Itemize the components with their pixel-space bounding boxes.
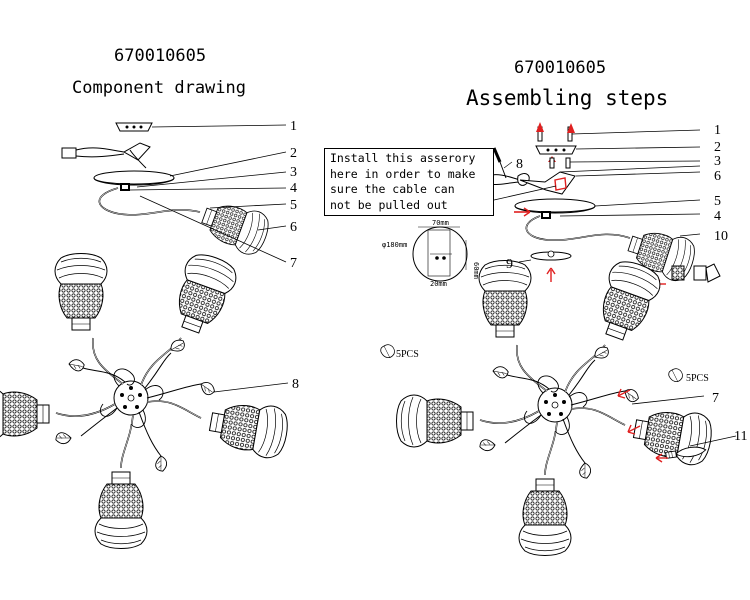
dim-width-top: 70mm (432, 219, 449, 227)
callout-right-11: 11 (734, 429, 747, 444)
crystal-icon-left (380, 344, 395, 359)
right-title: Assembling steps (466, 86, 669, 110)
dim-diameter: φ180mm (382, 241, 407, 249)
wire-connector-assembled (485, 165, 701, 201)
install-arrows (617, 388, 705, 435)
wire-connector-part (61, 142, 151, 169)
callout-right-5: 5 (714, 194, 721, 209)
callout-left-7: 7 (290, 256, 297, 271)
light-bulb-part (655, 435, 737, 463)
note-line-1: Install this asserory (330, 151, 476, 165)
callout-right-2: 2 (714, 140, 721, 155)
callout-right-8: 8 (516, 157, 523, 172)
callout-left-1: 1 (290, 119, 297, 134)
right-model-number: 670010605 (514, 58, 607, 78)
right-panel (380, 122, 737, 556)
note-line-2: here in order to make (330, 166, 476, 181)
callout-right-3: 3 (714, 154, 721, 169)
canopy-assembled (514, 198, 701, 219)
arm-shade-part (98, 187, 287, 263)
ceiling-screws (536, 122, 701, 142)
left-model-number: 670010605 (114, 46, 207, 66)
callout-right-6: 6 (714, 169, 721, 184)
left-panel (0, 122, 291, 549)
canopy-part (93, 151, 287, 191)
callout-right-10: 10 (714, 229, 728, 244)
callout-left-4: 4 (290, 181, 297, 196)
crystal-count-right: 5PCS (686, 373, 709, 384)
callout-left-6: 6 (290, 220, 297, 235)
canopy-detail-drawing (412, 226, 468, 282)
callout-left-5: 5 (290, 198, 297, 213)
dim-width-bottom: 20mm (430, 280, 447, 288)
canopy-cover-part (518, 250, 572, 282)
mounting-bracket-assembled (535, 145, 701, 169)
callout-left-2: 2 (290, 146, 297, 161)
assembled-chandelier-right (397, 256, 715, 555)
callout-right-1: 1 (714, 123, 721, 138)
callout-right-9: 9 (506, 257, 513, 272)
callout-right-7: 7 (712, 391, 719, 406)
note-line-4: not be pulled out (330, 197, 448, 212)
crystal-icon-right (668, 368, 683, 383)
note-line-3: sure the cable can (330, 182, 455, 196)
left-title: Component drawing (72, 78, 246, 98)
cable-clamp-note: Install this asserory here in order to m… (324, 148, 494, 216)
screwdriver-tool (492, 147, 513, 179)
callout-right-4: 4 (714, 209, 721, 224)
callout-left-3: 3 (290, 165, 297, 180)
callout-left-8: 8 (292, 377, 299, 392)
assembled-chandelier-left (0, 249, 291, 548)
dim-height: 60mm (472, 262, 480, 279)
mounting-bracket-part (115, 122, 287, 132)
crystal-count-left: 5PCS (396, 349, 419, 360)
